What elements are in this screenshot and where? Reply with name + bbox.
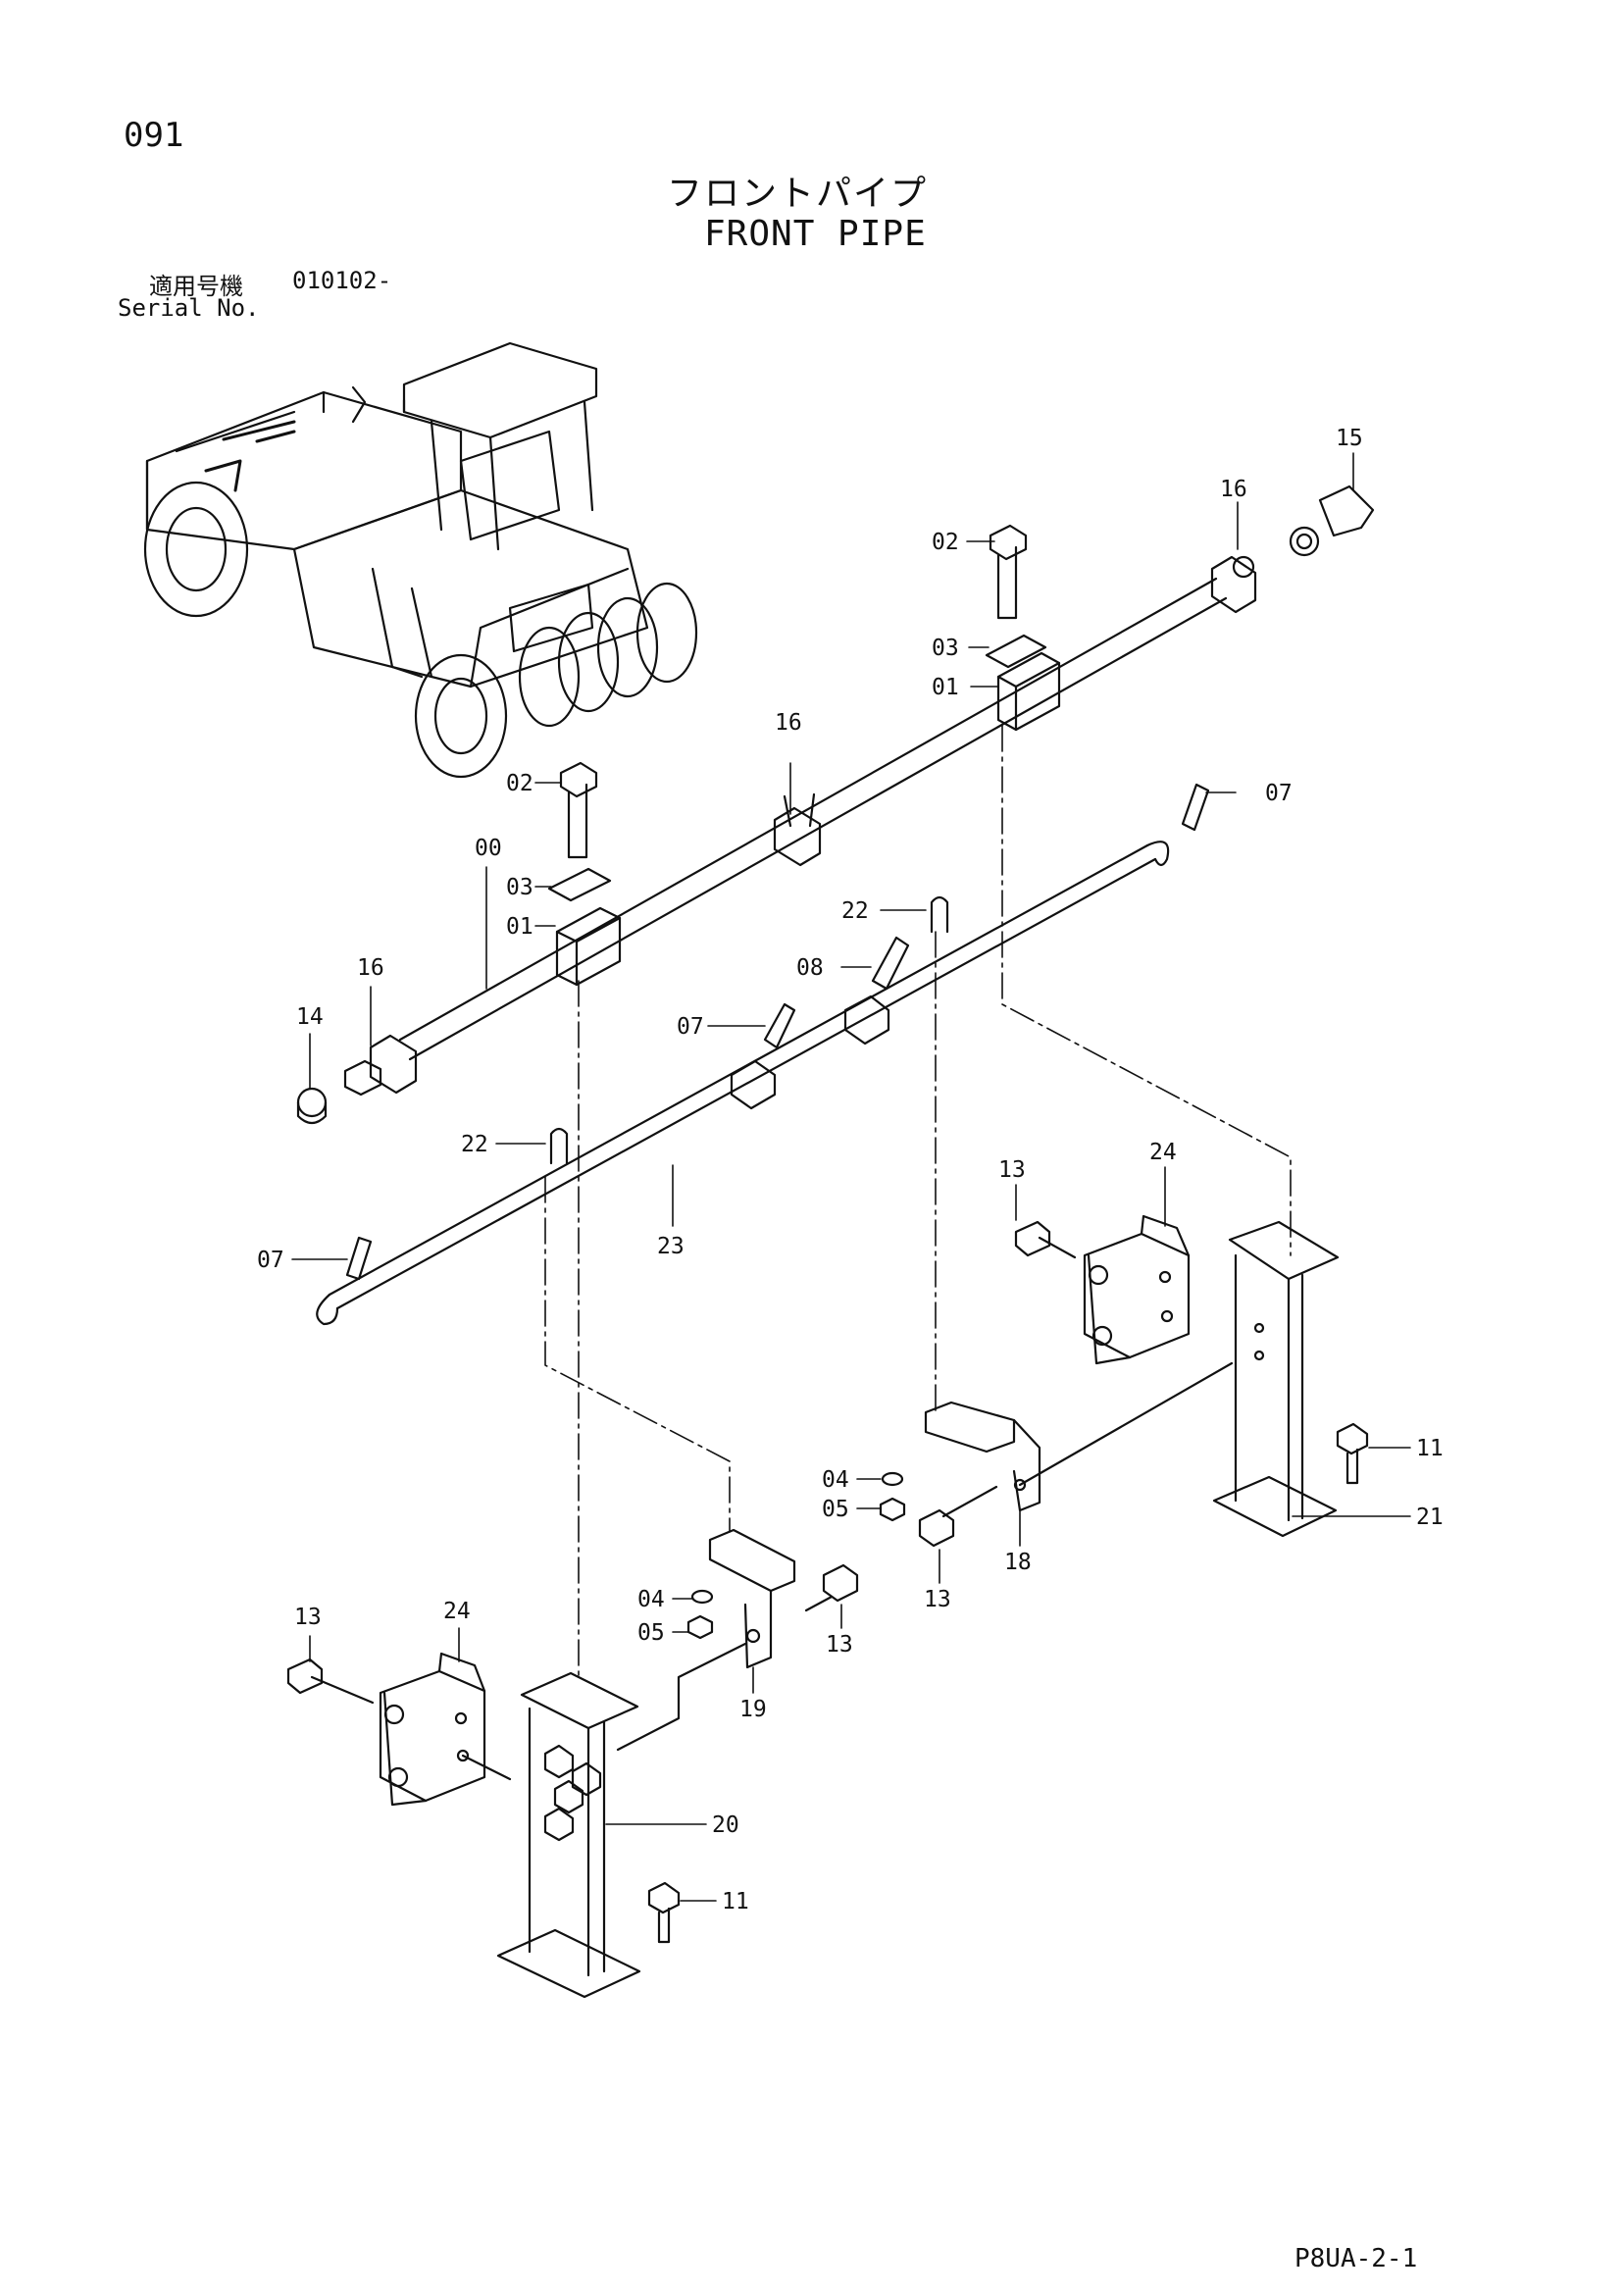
title-japanese: フロントパイプ: [667, 174, 929, 214]
callout-03-upper: 03: [932, 636, 959, 661]
callout-20: 20: [712, 1812, 739, 1838]
callout-16-right: 16: [1220, 477, 1247, 502]
bracket-18: [879, 1361, 1234, 1548]
serial-label-english: Serial No.: [118, 294, 260, 322]
stand-21: [1212, 1220, 1369, 1538]
serial-value: 010102-: [292, 267, 392, 294]
serial-label-japanese: 適用号機: [149, 273, 243, 300]
footer-code: P8UA-2-1: [1294, 2244, 1418, 2273]
callout-01-upper: 01: [932, 675, 959, 700]
callout-05-right: 05: [822, 1497, 849, 1522]
callout-24-right: 24: [1149, 1140, 1177, 1165]
callout-00: 00: [475, 836, 502, 861]
callout-15: 15: [1336, 426, 1363, 451]
front-pipe-lower: [316, 783, 1210, 1326]
callout-23: 23: [657, 1234, 685, 1259]
callout-22-lower: 22: [461, 1132, 488, 1157]
callout-18: 18: [1004, 1550, 1032, 1575]
callout-labels: 15 16 02 03 01 16 02 07 00 03 22 01 08 1…: [257, 426, 1444, 1914]
callout-14: 14: [296, 1004, 324, 1030]
callout-13-lower-right: 13: [924, 1587, 951, 1612]
bracket-24-left: [286, 1652, 512, 1807]
callout-16-left: 16: [357, 955, 384, 981]
callout-07-middle: 07: [677, 1014, 704, 1040]
title-english: FRONT PIPE: [704, 214, 927, 254]
callout-05-left: 05: [637, 1620, 665, 1646]
callout-13-middle: 13: [826, 1632, 853, 1658]
callout-04-left: 04: [637, 1587, 665, 1612]
callout-24-left: 24: [443, 1599, 471, 1624]
page-number: 091: [124, 116, 184, 155]
callout-19: 19: [739, 1697, 767, 1722]
callout-leaders: [291, 452, 1411, 1902]
callout-11-left: 11: [722, 1889, 749, 1914]
callout-07-top: 07: [1265, 781, 1293, 806]
callout-13-right-bracket: 13: [998, 1157, 1026, 1183]
callout-02-upper: 02: [932, 530, 959, 555]
callout-01-lower: 01: [506, 914, 533, 940]
callout-04-right: 04: [822, 1467, 849, 1493]
stand-20: [496, 1671, 681, 1999]
bracket-24-right: [1014, 1214, 1191, 1365]
callout-03-lower: 03: [506, 875, 533, 900]
callout-02-lower: 02: [506, 771, 533, 796]
callout-07-left: 07: [257, 1248, 284, 1273]
callout-22-upper: 22: [841, 898, 869, 924]
assembly-leader-lines: [544, 725, 1292, 1678]
callout-11-right: 11: [1416, 1436, 1444, 1461]
front-pipe-upper: [296, 485, 1375, 1125]
callout-16-middle: 16: [775, 710, 802, 736]
callout-13-left: 13: [294, 1605, 322, 1630]
callout-21: 21: [1416, 1505, 1444, 1530]
bracket-19: [616, 1528, 859, 1752]
callout-08: 08: [796, 955, 824, 981]
roller-machine-illustration: [143, 341, 698, 779]
